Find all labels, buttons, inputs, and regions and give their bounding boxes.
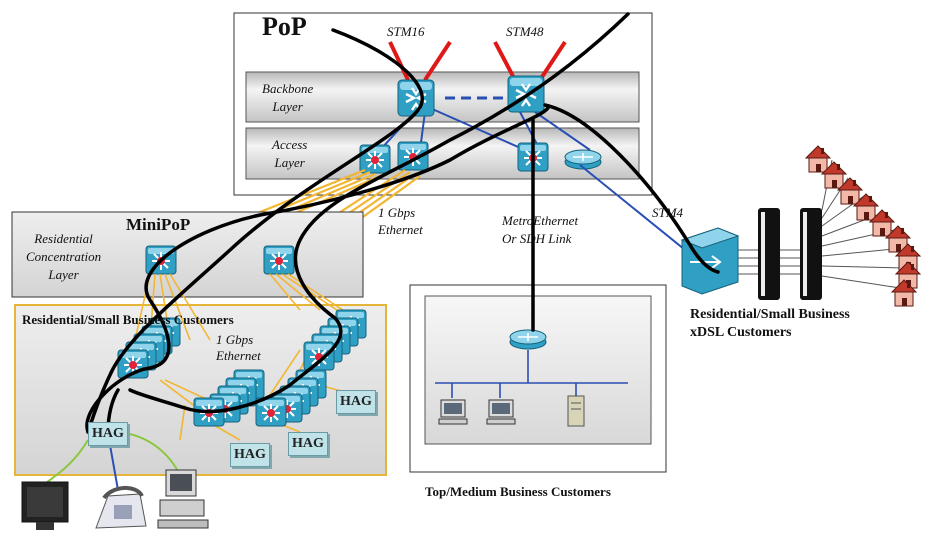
- dsl-rack-icon: [758, 208, 822, 300]
- metro-link-line1: MetroEthernet: [502, 213, 579, 228]
- business-router-icon: [509, 329, 547, 350]
- computer-icon: [486, 399, 516, 425]
- gbps-ethernet-bottom-line1: 1 Gbps: [216, 332, 254, 347]
- hag-device: HAG: [88, 422, 128, 446]
- switch-icon: [303, 341, 335, 371]
- gbps-ethernet-top-line1: 1 Gbps: [378, 205, 416, 220]
- concentration-layer-label-line2: Concentration: [26, 249, 102, 264]
- gbps-ethernet-top-line2: Ethernet: [378, 222, 423, 237]
- concentration-layer-label: Residential Concentration Layer: [26, 230, 101, 284]
- upstream-links: [388, 40, 567, 82]
- concentration-layer-label-line3: Layer: [48, 267, 79, 282]
- access-layer-label-line2: Layer: [274, 155, 305, 170]
- concentration-layer-label-line1: Residential: [34, 231, 93, 246]
- server-icon: [567, 395, 585, 427]
- backbone-layer-label-line1: Backbone: [262, 81, 314, 96]
- metro-link-line2: Or SDH Link: [502, 231, 572, 246]
- hag-device: HAG: [336, 390, 376, 414]
- backbone-layer-label: Backbone Layer: [262, 80, 313, 116]
- monitor-icon: [21, 481, 69, 530]
- gbps-ethernet-bottom-line2: Ethernet: [216, 348, 261, 363]
- stm16-label: STM16: [387, 24, 425, 39]
- access-layer-label: Access Layer: [272, 136, 307, 172]
- metro-link-label: MetroEthernet Or SDH Link: [502, 212, 578, 248]
- business-customers-title: Top/Medium Business Customers: [425, 484, 611, 499]
- minipop-title: MiniPoP: [126, 215, 191, 234]
- xdsl-customers-title: Residential/Small Business xDSL Customer…: [690, 306, 850, 342]
- stm4-link: [579, 164, 701, 263]
- pop-title: PoP: [262, 12, 307, 41]
- concentration-switch-icon: [263, 245, 295, 275]
- computer-icon: [438, 399, 468, 425]
- business-lan: [435, 350, 628, 398]
- stm4-label: STM4: [652, 205, 684, 220]
- dslam-icon: [680, 227, 740, 295]
- stm48-label: STM48: [506, 24, 544, 39]
- minipop-box: [11, 211, 364, 298]
- gbps-ethernet-top-label: 1 Gbps Ethernet: [378, 204, 423, 238]
- desktop-computer-icon: [157, 469, 209, 529]
- xdsl-title-line2: xDSL Customers: [690, 325, 792, 340]
- access-layer-label-line1: Access: [272, 137, 308, 152]
- phone-icon: [95, 486, 147, 529]
- traffic-paths: [85, 12, 720, 434]
- access-switch-icon: [359, 144, 391, 174]
- house-icon: [805, 145, 831, 173]
- xdsl-title-line1: Residential/Small Business: [690, 307, 850, 322]
- backbone-layer-label-line2: Layer: [272, 99, 303, 114]
- hag-device: HAG: [288, 432, 328, 456]
- residential-customers-title: Residential/Small Business Customers: [22, 312, 234, 327]
- hag-device: HAG: [230, 443, 270, 467]
- gbps-ethernet-bottom-label: 1 Gbps Ethernet: [216, 332, 261, 364]
